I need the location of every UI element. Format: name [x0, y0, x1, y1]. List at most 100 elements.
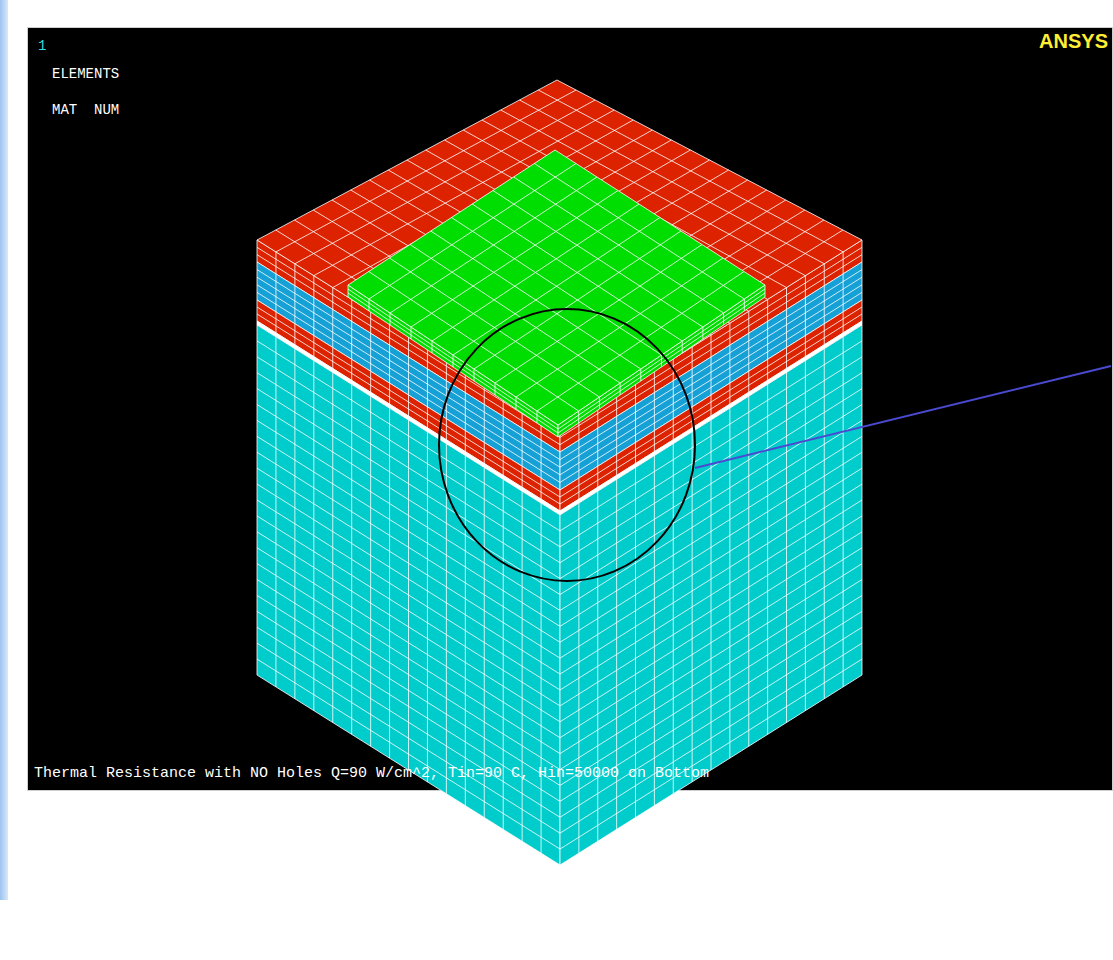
- mesh-line: [560, 500, 862, 690]
- mesh-line: [257, 405, 560, 595]
- chip-top-face: [348, 150, 765, 425]
- ansys-logo-box: ANSYS: [1039, 30, 1108, 53]
- mesh-line: [673, 419, 674, 440]
- plot-type: ELEMENTS: [52, 66, 119, 82]
- mesh-line: [408, 335, 409, 357]
- mesh-line: [654, 371, 655, 393]
- mesh-line: [427, 369, 428, 407]
- zoom-circle: [439, 309, 695, 581]
- top-layer: [257, 80, 862, 430]
- mesh-line: [597, 428, 598, 466]
- mesh-line: [257, 500, 560, 690]
- mesh-line: [744, 299, 745, 311]
- mesh-line: [843, 252, 844, 274]
- plot-caption: Thermal Resistance with NO Holes Q=90 W/…: [34, 765, 709, 782]
- mesh-line: [767, 359, 768, 380]
- mesh-line: [560, 643, 862, 833]
- mesh-line: [257, 420, 560, 610]
- mesh-line: [369, 299, 370, 311]
- mesh-line: [369, 164, 576, 300]
- plot-type-box: ELEMENTS: [52, 66, 119, 82]
- mesh-line: [748, 333, 749, 371]
- mesh-line: [560, 516, 862, 706]
- mesh-line: [465, 431, 466, 452]
- mesh-line: [257, 659, 560, 849]
- mesh-line: [805, 298, 806, 336]
- mesh-line: [824, 324, 825, 345]
- mesh-line: [389, 383, 390, 404]
- mesh-line: [560, 659, 862, 849]
- mesh-line: [537, 411, 538, 423]
- element-mesh: [257, 80, 862, 865]
- mesh-line: [560, 564, 862, 754]
- mesh-line: [560, 389, 862, 579]
- mesh-line: [257, 468, 560, 658]
- mesh-line: [702, 327, 703, 339]
- mesh-line: [257, 564, 560, 754]
- right-side-layer-face: [560, 325, 862, 865]
- mesh-line: [474, 231, 681, 369]
- mesh-line: [560, 468, 862, 658]
- mesh-line: [616, 416, 617, 454]
- mesh-line: [516, 397, 517, 409]
- mesh-line: [560, 452, 862, 642]
- mesh-line: [824, 264, 825, 286]
- mesh-line: [786, 310, 787, 348]
- mesh-line: [275, 312, 276, 333]
- mesh-line: [560, 595, 862, 785]
- mesh-line: [503, 454, 504, 475]
- mesh-line: [541, 440, 542, 478]
- mesh-line: [257, 532, 560, 722]
- mesh-line: [484, 405, 485, 443]
- mesh-line: [767, 299, 768, 321]
- mesh-line: [560, 580, 862, 770]
- mesh-line: [408, 395, 409, 416]
- mesh-line: [786, 348, 787, 369]
- mesh-line: [516, 258, 723, 397]
- mesh-line: [427, 407, 428, 428]
- top-layer-face: [257, 80, 862, 430]
- mesh-line: [390, 313, 391, 325]
- mesh-line: [522, 428, 523, 466]
- mesh-line: [692, 369, 693, 407]
- mesh-line: [390, 177, 597, 313]
- mesh-line: [389, 345, 390, 383]
- mesh-line: [453, 355, 454, 367]
- mesh-line: [729, 345, 730, 383]
- plot-option-box: MAT NUM: [52, 102, 119, 118]
- mesh-line: [748, 311, 749, 333]
- mesh-line: [597, 466, 598, 487]
- mesh-line: [578, 440, 579, 478]
- window-number: 1: [38, 38, 46, 54]
- mesh-line: [560, 420, 862, 610]
- mesh-line: [294, 264, 295, 286]
- mesh-line: [332, 348, 333, 369]
- plot-caption-box: Thermal Resistance with NO Holes Q=90 W/…: [34, 765, 709, 782]
- mesh-line: [370, 333, 371, 371]
- mesh-line: [786, 288, 787, 310]
- mesh-line: [616, 454, 617, 475]
- mesh-line: [843, 312, 844, 333]
- mesh-line: [537, 272, 744, 412]
- mesh-line: [843, 274, 844, 312]
- mesh-line: [474, 369, 475, 381]
- mesh-line: [673, 381, 674, 419]
- mesh-line: [805, 336, 806, 357]
- mesh-line: [495, 383, 496, 395]
- mesh-line: [465, 393, 466, 431]
- mesh-line: [257, 595, 560, 785]
- mesh-line: [389, 323, 390, 345]
- mesh-line: [723, 313, 724, 325]
- window-number-box: 1: [38, 38, 46, 54]
- mesh-line: [257, 389, 560, 579]
- mesh-line: [294, 324, 295, 345]
- mesh-line: [351, 321, 352, 359]
- mesh-line: [411, 327, 412, 339]
- mesh-line: [332, 288, 333, 310]
- mesh-line: [351, 299, 352, 321]
- mesh-line: [257, 548, 560, 738]
- mesh-line: [503, 416, 504, 454]
- mesh-line: [453, 218, 660, 356]
- mesh-line: [711, 335, 712, 357]
